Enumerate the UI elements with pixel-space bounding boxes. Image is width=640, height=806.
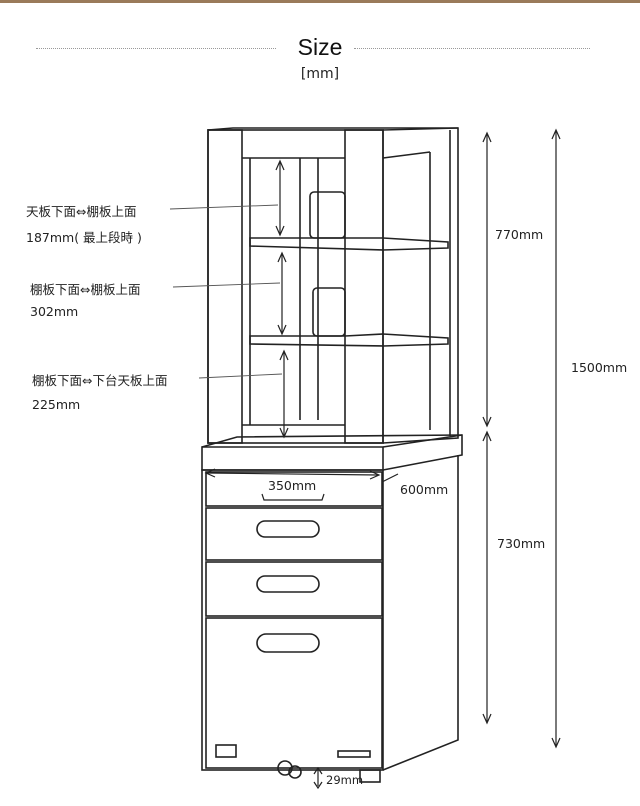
unit-label: [mm] bbox=[300, 66, 340, 82]
title-divider-left bbox=[36, 48, 276, 49]
cabinet-height-label: 730mm bbox=[497, 536, 546, 551]
dimension-arrows bbox=[204, 128, 561, 790]
total-height-label: 1500mm bbox=[571, 360, 628, 375]
top-gap-value: 187mm( 最上段時 ) bbox=[26, 230, 142, 245]
desk-cabinet bbox=[201, 434, 463, 783]
title-divider-right bbox=[354, 48, 590, 49]
bottom-gap-value: 225mm bbox=[32, 397, 81, 412]
top-accent-bar bbox=[0, 0, 640, 3]
top-gap-label: 天板下面⇔棚板上面 bbox=[26, 204, 137, 219]
shelf-height-label: 770mm bbox=[495, 227, 544, 242]
width-label: 350mm bbox=[268, 478, 317, 493]
depth-label: 600mm bbox=[400, 482, 449, 497]
mid-gap-value: 302mm bbox=[30, 304, 79, 319]
leader-lines bbox=[169, 204, 283, 379]
caster-clearance-label: 29mm bbox=[326, 773, 364, 787]
page-title: Size bbox=[297, 34, 343, 60]
mid-gap-label: 棚板下面⇔棚板上面 bbox=[30, 282, 141, 297]
shelf-unit bbox=[207, 127, 459, 444]
bottom-gap-label: 棚板下面⇔下台天板上面 bbox=[32, 373, 168, 388]
